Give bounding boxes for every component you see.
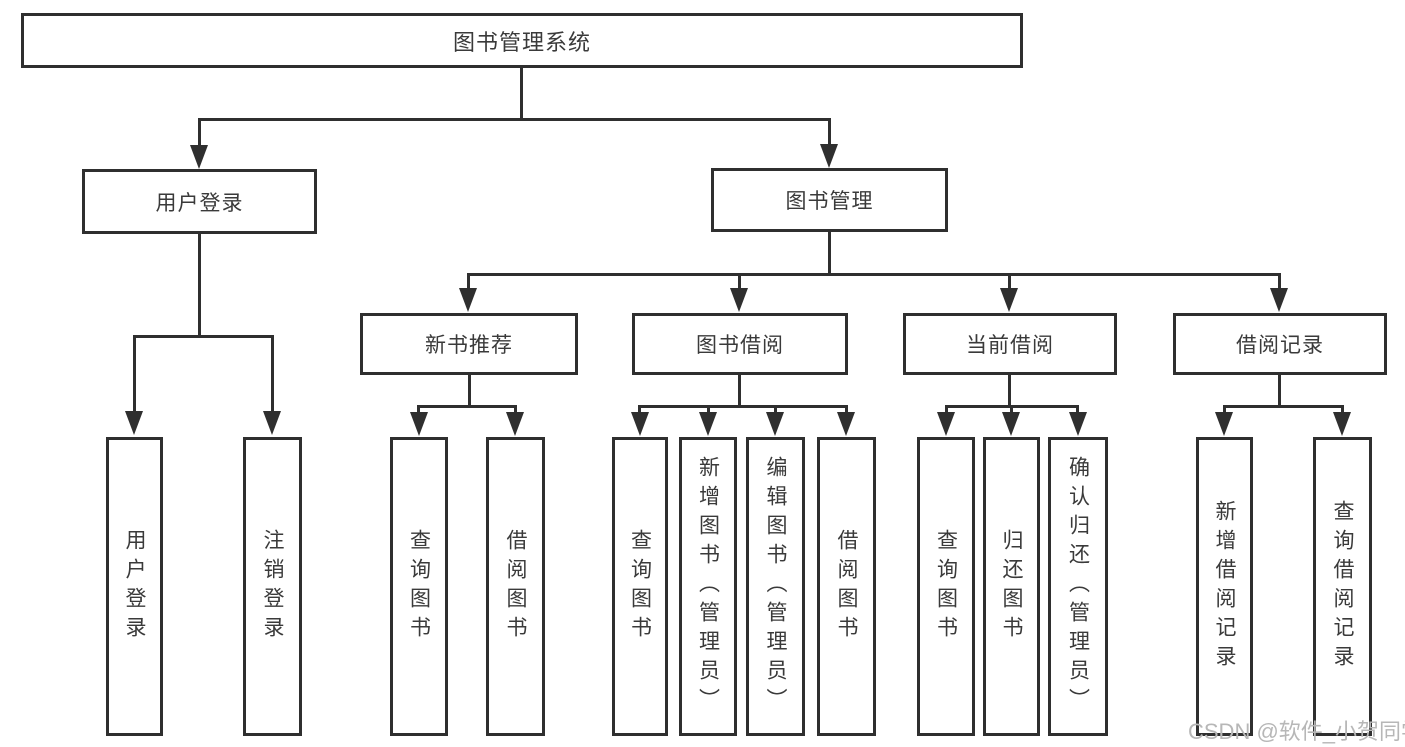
arrow-down-icon — [410, 412, 428, 436]
connector-line — [1008, 273, 1011, 289]
connector-line — [845, 405, 848, 413]
arrow-down-icon — [1270, 288, 1288, 312]
node-label: 借阅记录 — [1236, 334, 1324, 357]
leaf-label: 借阅图书 — [835, 528, 858, 645]
connector-line — [468, 375, 471, 405]
connector-line — [467, 273, 470, 289]
connector-line — [828, 232, 831, 273]
arrow-down-icon — [263, 411, 281, 435]
connector-line — [133, 335, 136, 412]
leaf-confirm-return-admin: 确认归还（管理员） — [1048, 437, 1108, 736]
connector-line — [738, 273, 741, 289]
arrow-down-icon — [937, 412, 955, 436]
leaf-label: 用户登录 — [123, 528, 146, 645]
leaf-add-borrow-record: 新增借阅记录 — [1196, 437, 1253, 736]
leaf-borrow-books-1: 借阅图书 — [486, 437, 545, 736]
connector-line — [774, 405, 777, 413]
node-borrow-records: 借阅记录 — [1173, 313, 1387, 375]
arrow-down-icon — [1215, 412, 1233, 436]
arrow-down-icon — [699, 412, 717, 436]
node-label: 新书推荐 — [425, 334, 513, 357]
node-new-book-recommend: 新书推荐 — [360, 313, 578, 375]
connector-line — [1341, 405, 1344, 413]
arrow-down-icon — [459, 288, 477, 312]
leaf-return-book: 归还图书 — [983, 437, 1040, 736]
connector-line — [1076, 405, 1079, 413]
leaf-label: 借阅图书 — [504, 528, 527, 645]
leaf-query-books-1: 查询图书 — [390, 437, 448, 736]
leaf-user-login: 用户登录 — [106, 437, 163, 736]
connector-line — [638, 405, 641, 413]
connector-line — [1223, 405, 1343, 408]
connector-line — [198, 234, 201, 335]
node-label: 当前借阅 — [966, 334, 1054, 357]
leaf-logout: 注销登录 — [243, 437, 302, 736]
connector-line — [467, 273, 1281, 276]
connector-line — [707, 405, 710, 413]
leaf-query-borrow-record: 查询借阅记录 — [1313, 437, 1372, 736]
csdn-watermark: CSDN @软件_小贺同学 — [1188, 719, 1405, 744]
connector-line — [1278, 375, 1281, 405]
leaf-add-book-admin: 新增图书（管理员） — [679, 437, 737, 736]
node-book-management: 图书管理 — [711, 168, 948, 232]
arrow-down-icon — [125, 411, 143, 435]
connector-line — [198, 118, 201, 146]
leaf-label: 查询借阅记录 — [1331, 499, 1354, 674]
leaf-query-books-3: 查询图书 — [917, 437, 975, 736]
arrow-down-icon — [190, 145, 208, 169]
connector-line — [1278, 273, 1281, 289]
node-book-borrow: 图书借阅 — [632, 313, 848, 375]
leaf-query-books-2: 查询图书 — [612, 437, 668, 736]
connector-line — [198, 118, 831, 121]
node-current-borrow: 当前借阅 — [903, 313, 1117, 375]
connector-line — [1008, 375, 1011, 405]
leaf-label: 新增图书（管理员） — [696, 456, 720, 717]
node-label: 图书管理系统 — [452, 29, 591, 55]
arrow-down-icon — [1069, 412, 1087, 436]
arrow-down-icon — [506, 412, 524, 436]
connector-line — [271, 335, 274, 412]
arrow-down-icon — [820, 144, 838, 168]
arrow-down-icon — [1333, 412, 1351, 436]
leaf-label: 查询图书 — [934, 528, 958, 645]
connector-line — [417, 405, 420, 413]
arrow-down-icon — [1000, 288, 1018, 312]
node-root-system: 图书管理系统 — [21, 13, 1023, 68]
leaf-edit-book-admin: 编辑图书（管理员） — [746, 437, 805, 736]
arrow-down-icon — [837, 412, 855, 436]
leaf-label: 新增借阅记录 — [1213, 499, 1236, 674]
leaf-label: 查询图书 — [628, 528, 652, 645]
leaf-label: 注销登录 — [261, 528, 284, 645]
node-label: 用户登录 — [155, 191, 244, 215]
arrow-down-icon — [1002, 412, 1020, 436]
connector-line — [1010, 405, 1013, 413]
connector-line — [133, 335, 274, 338]
leaf-label: 编辑图书（管理员） — [764, 456, 787, 717]
connector-line — [514, 405, 517, 413]
node-user-login: 用户登录 — [82, 169, 317, 234]
connector-line — [417, 405, 517, 408]
arrow-down-icon — [766, 412, 784, 436]
arrow-down-icon — [730, 288, 748, 312]
connector-line — [828, 118, 831, 145]
connector-line — [1223, 405, 1226, 413]
arrow-down-icon — [631, 412, 649, 436]
node-label: 图书管理 — [785, 190, 874, 213]
leaf-label: 确认归还（管理员） — [1066, 456, 1090, 717]
connector-line — [638, 405, 847, 408]
leaf-borrow-books-2: 借阅图书 — [817, 437, 876, 736]
node-label: 图书借阅 — [696, 334, 784, 357]
leaf-label: 归还图书 — [1000, 528, 1023, 645]
connector-line — [945, 405, 948, 413]
connector-line — [738, 375, 741, 405]
leaf-label: 查询图书 — [407, 528, 431, 645]
connector-line — [520, 68, 523, 118]
